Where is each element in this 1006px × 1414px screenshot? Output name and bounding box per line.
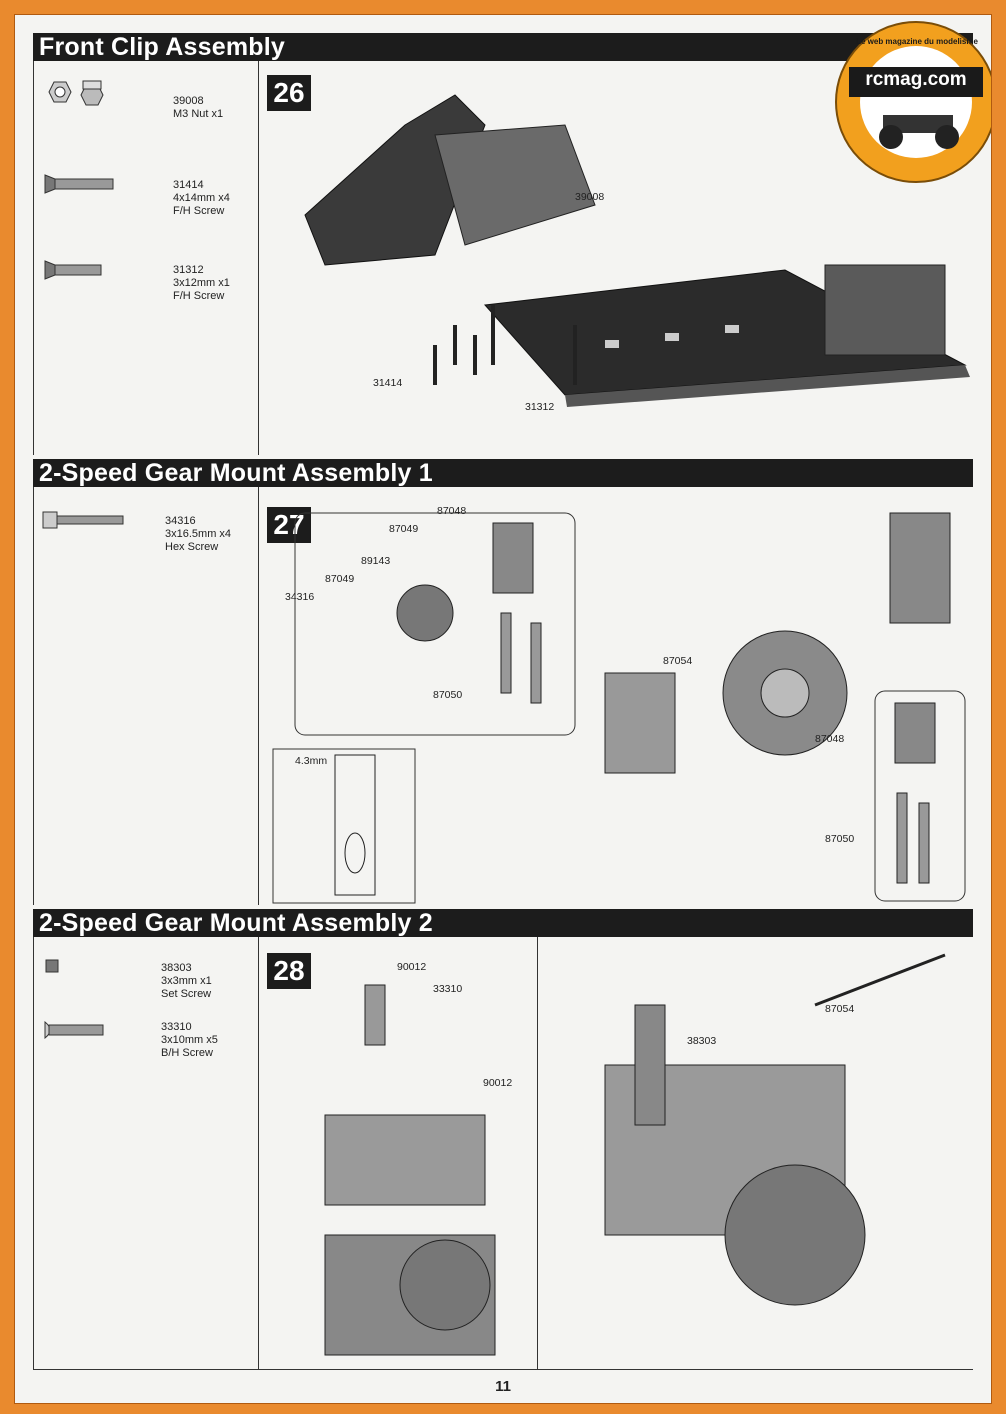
callout-87054: 87054	[825, 1003, 855, 1015]
callout-87050: 87050	[433, 689, 463, 701]
callout-87048: 87048	[437, 505, 467, 517]
section-title-gear-mount-1: 2-Speed Gear Mount Assembly 1	[33, 459, 973, 487]
callout-34316: 34316	[285, 591, 315, 603]
rcmag-logo	[835, 21, 991, 183]
flat-head-screw-icon	[44, 260, 102, 280]
callout-39008: 39008	[575, 191, 605, 203]
chassis-illustration	[304, 94, 970, 407]
step-number-26: 26	[267, 75, 311, 111]
page-number: 11	[495, 1378, 511, 1395]
section-title-gear-mount-2: 2-Speed Gear Mount Assembly 2	[33, 909, 973, 937]
gear-mount-2-illustration	[324, 953, 946, 1356]
dimension-label: 4.3mm	[295, 755, 328, 767]
callout-90012: 90012	[483, 1077, 513, 1089]
callout-90012: 90012	[397, 961, 427, 973]
step-number-28: 28	[267, 953, 311, 989]
callout-38303: 38303	[687, 1035, 717, 1047]
callout-87054: 87054	[663, 655, 693, 667]
callout-31312: 31312	[525, 401, 555, 413]
gear-mount-1-illustration	[272, 512, 966, 904]
callout-31414: 31414	[373, 377, 403, 389]
button-head-screw-icon	[44, 1020, 104, 1040]
callout-87050: 87050	[825, 833, 855, 845]
logo-tagline: Le web magazine du modelisme	[856, 37, 978, 46]
callout-33310: 33310	[433, 983, 463, 995]
callout-87049: 87049	[389, 523, 419, 535]
hex-screw-icon	[42, 511, 124, 529]
callout-87049: 87049	[325, 573, 355, 585]
nut-icon	[48, 80, 104, 106]
set-screw-icon	[45, 959, 59, 973]
logo-name: rcmag.com	[865, 69, 967, 90]
flat-head-screw-icon	[44, 174, 114, 194]
callout-89143: 89143	[361, 555, 391, 567]
section-title-front-clip: Front Clip Assembly	[33, 33, 973, 61]
callout-87048: 87048	[815, 733, 845, 745]
